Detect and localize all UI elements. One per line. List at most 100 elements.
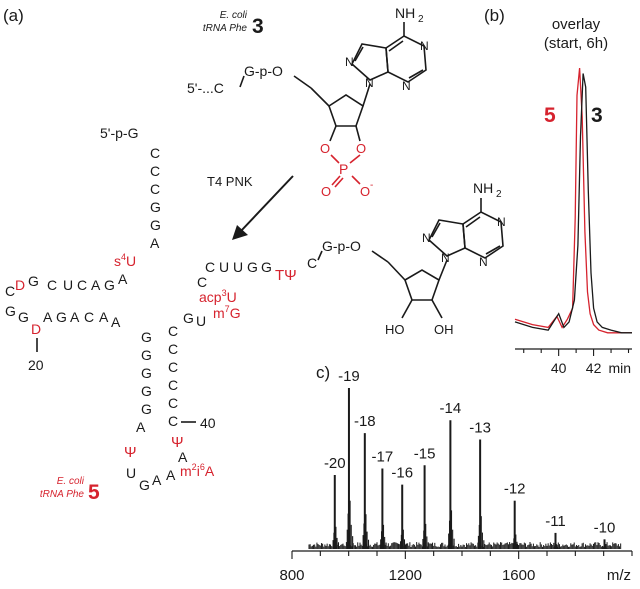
- trna-base: G: [139, 477, 150, 493]
- trna-mod-d: D: [15, 277, 25, 293]
- overlay-label-5: 5: [544, 104, 556, 127]
- panel-label-b: (b): [484, 6, 505, 25]
- trna-base: A: [166, 467, 176, 483]
- trna-base: C: [150, 181, 160, 197]
- trna-structure: 5'-p-G C C C G G A s4U A G A C U C G D C…: [5, 125, 317, 493]
- ms-peak-label: -11: [545, 513, 566, 530]
- trna-base: U: [196, 313, 206, 329]
- trna-mod-t-psi: TΨ: [275, 267, 297, 284]
- ms-tick-label: 1200: [389, 567, 422, 584]
- compound3-link: G-p-O: [244, 63, 283, 79]
- compound5-number: 5: [88, 481, 100, 504]
- compound3-n9: N: [365, 76, 374, 90]
- overlay-title-line2: (start, 6h): [544, 35, 608, 52]
- compound5-link: G-p-O: [322, 238, 361, 254]
- trna-base: A: [136, 419, 146, 435]
- compound5-n3: N: [479, 255, 488, 269]
- trna-base: G: [141, 401, 152, 417]
- trna-base: G: [261, 259, 272, 275]
- compound5-ho: HO: [385, 322, 405, 337]
- trna-mod-m2i6a: m2i6A: [180, 462, 215, 479]
- compound5-n1: N: [497, 215, 506, 229]
- ms-peak-label: -17: [372, 449, 394, 466]
- trna-mod-s4u: s4U: [114, 252, 136, 269]
- compound3-o-right: O: [356, 141, 366, 156]
- hplc-x-label: min: [608, 360, 631, 376]
- trna-mod-m7g: m7G: [213, 304, 241, 321]
- trna-base: A: [91, 277, 101, 293]
- ms-peak-label: -19: [338, 368, 360, 385]
- trna-base: U: [233, 259, 243, 275]
- trna-base: C: [77, 277, 87, 293]
- compound5-nh2: NH: [473, 180, 493, 196]
- trna-base: C: [168, 413, 178, 429]
- trna-base: C: [150, 145, 160, 161]
- overlay-title-line1: overlay: [552, 16, 601, 33]
- trna-mod-psi: Ψ: [171, 434, 184, 451]
- trna-position-20: 20: [28, 357, 44, 373]
- compound5-nh2-sub: 2: [496, 189, 502, 200]
- hplc-tick-label: 40: [551, 360, 567, 376]
- trna-base: G: [141, 329, 152, 345]
- trna-base: A: [43, 309, 53, 325]
- trna-base: G: [141, 365, 152, 381]
- trna-base: U: [63, 277, 73, 293]
- trna-base: A: [111, 314, 121, 330]
- trna-mod-d: D: [31, 321, 41, 337]
- compound3-chain: 5'-...C: [187, 80, 224, 96]
- trna-base: G: [247, 259, 258, 275]
- trna-base: G: [141, 347, 152, 363]
- ms-tick-label: 1600: [502, 567, 535, 584]
- trna-base: C: [197, 274, 207, 290]
- trna-base: C: [168, 359, 178, 375]
- trna-base: G: [5, 303, 16, 319]
- compound3-n7: N: [345, 55, 354, 69]
- trna-base: U: [219, 259, 229, 275]
- compound5-n7: N: [422, 231, 431, 245]
- trna-base: C: [84, 309, 94, 325]
- trna-base: A: [118, 271, 128, 287]
- ms-peak-label: -14: [440, 400, 462, 417]
- trna-base: G: [104, 277, 115, 293]
- trna-base: G: [150, 217, 161, 233]
- hplc-trace-5: [514, 67, 632, 334]
- ms-peak-label: -15: [414, 445, 436, 462]
- trna-base: U: [126, 465, 136, 481]
- compound3-n1: N: [420, 39, 429, 53]
- reaction-arrow: [232, 175, 294, 240]
- compound5-organism: E. coli: [57, 476, 85, 487]
- trna-base: A: [99, 309, 109, 325]
- compound3-p: P: [339, 161, 348, 177]
- trna-base: A: [178, 449, 188, 465]
- compound3-n3: N: [402, 79, 411, 93]
- trna-base: G: [28, 273, 39, 289]
- trna-base: G: [56, 309, 67, 325]
- trna-base: C: [168, 377, 178, 393]
- trna-base: A: [70, 309, 80, 325]
- trna-position-40: 40: [200, 415, 216, 431]
- compound3-name: tRNA Phe: [203, 23, 248, 34]
- hplc-tick-label: 42: [586, 360, 602, 376]
- ms-peak-label: -10: [594, 519, 616, 536]
- compound3-o-double: O: [321, 184, 331, 199]
- trna-mod-psi: Ψ: [124, 444, 137, 461]
- ms-peak-label: -12: [504, 481, 526, 498]
- trna-base: G: [150, 199, 161, 215]
- trna-mod-acp3u: acp3U: [199, 288, 237, 305]
- compound3-nh2: NH: [395, 5, 415, 21]
- trna-base: A: [150, 235, 160, 251]
- compound3-o-minus: O: [360, 184, 370, 199]
- compound3-nh2-sub: 2: [418, 14, 424, 25]
- hplc-chart: 40 42 min: [514, 67, 632, 376]
- compound3-organism: E. coli: [220, 10, 248, 21]
- trna-base: C: [307, 255, 317, 271]
- trna-base: A: [152, 472, 162, 488]
- compound5-name: tRNA Phe: [40, 489, 85, 500]
- trna-base: C: [205, 259, 215, 275]
- trna-base: C: [47, 277, 57, 293]
- panel-label-c: c): [316, 363, 330, 382]
- compound5-n9: N: [441, 251, 450, 265]
- trna-base: C: [168, 323, 178, 339]
